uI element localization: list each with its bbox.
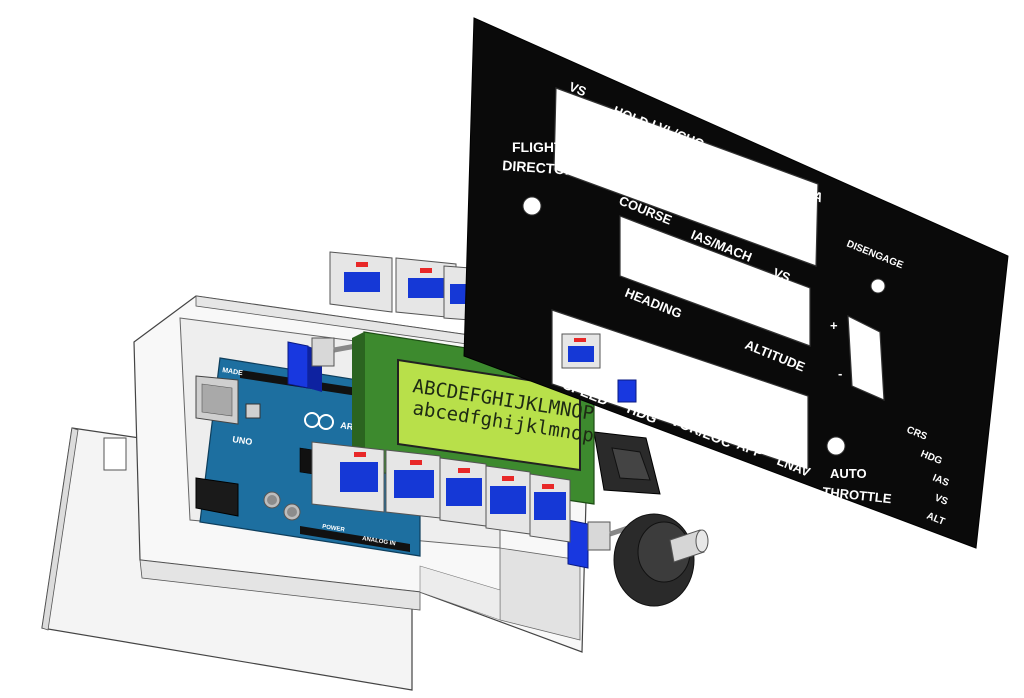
push-button bbox=[561, 333, 601, 369]
label-vs-mid: VS bbox=[771, 265, 793, 286]
label-throttle: THROTTLE bbox=[822, 484, 893, 506]
autothrottle-hole bbox=[826, 436, 846, 456]
push-button bbox=[311, 441, 385, 513]
push-button bbox=[443, 265, 471, 321]
vs-window-top bbox=[553, 87, 819, 267]
label-flight: FLIGHT bbox=[512, 139, 563, 155]
push-button bbox=[329, 251, 393, 313]
rotary-encoder bbox=[613, 513, 709, 607]
toggle-switch-left bbox=[287, 337, 359, 392]
push-button bbox=[439, 457, 487, 527]
label-auto: AUTO bbox=[830, 466, 867, 481]
push-button bbox=[529, 473, 571, 543]
lcd-screen bbox=[397, 358, 581, 472]
rocker-switch bbox=[593, 431, 661, 495]
course-window bbox=[619, 215, 811, 347]
toggle-switch-speed bbox=[617, 379, 637, 403]
label-minus: - bbox=[838, 366, 842, 381]
disengage-hole bbox=[870, 278, 886, 294]
power-jack bbox=[195, 477, 239, 517]
arduino-made-label: MADE bbox=[222, 367, 244, 377]
label-plus: + bbox=[830, 318, 838, 333]
label-sel-vs: VS bbox=[933, 493, 950, 508]
button-row-bottom bbox=[311, 441, 571, 543]
flight-director-hole bbox=[522, 196, 542, 216]
speed-window bbox=[551, 309, 809, 471]
push-button bbox=[395, 257, 457, 319]
arduino-analog-label: ANALOG IN bbox=[362, 536, 396, 547]
reset-button bbox=[245, 403, 261, 419]
analog-header bbox=[300, 526, 410, 552]
push-button bbox=[385, 449, 441, 519]
toggle-switch-right bbox=[567, 519, 629, 569]
push-button bbox=[485, 465, 531, 535]
disengage-slot bbox=[847, 315, 885, 401]
label-director: DIRECTOR bbox=[502, 157, 576, 178]
label-vs-top: VS bbox=[567, 79, 589, 100]
arduino-power-label: POWER bbox=[322, 524, 346, 534]
button-row-top bbox=[329, 251, 471, 321]
arduino-model-label: UNO bbox=[232, 434, 253, 447]
